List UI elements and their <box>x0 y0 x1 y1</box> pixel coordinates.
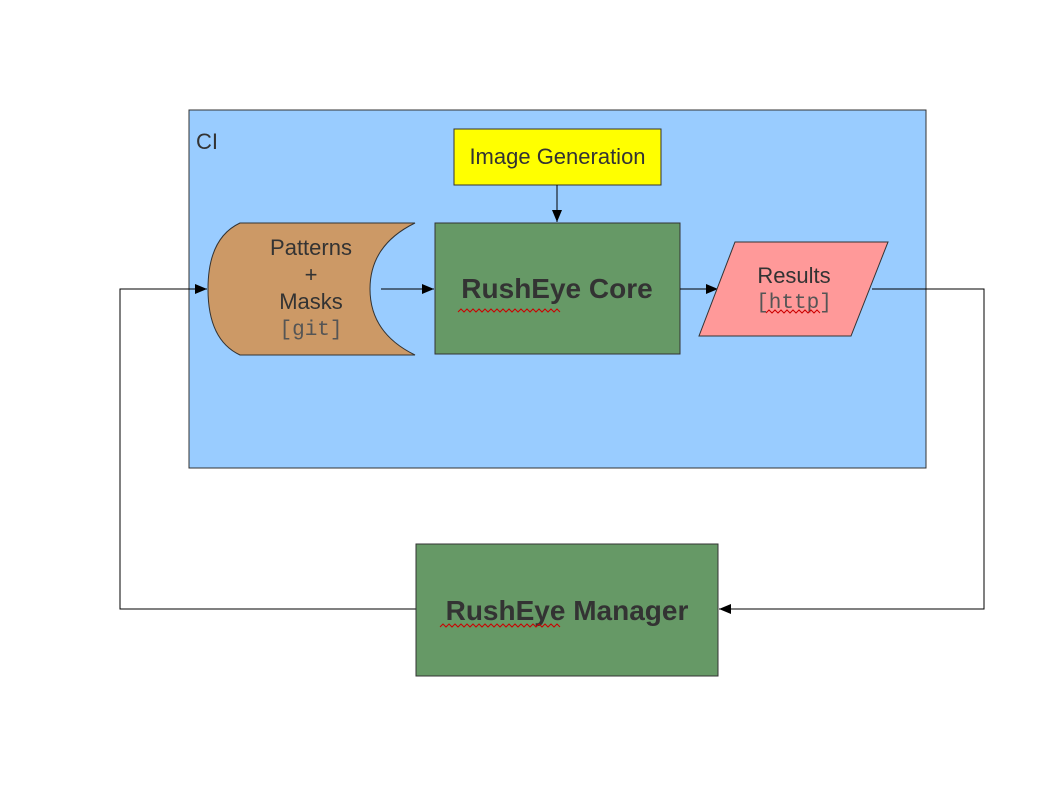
patterns-masks-shape <box>207 222 416 356</box>
image-generation-box <box>453 128 662 186</box>
results-shape <box>698 241 889 337</box>
patterns-plus-label: + <box>305 262 318 287</box>
manager-to-patterns-connector <box>119 284 416 610</box>
rusheye-manager-spellcheck-underline <box>439 623 561 628</box>
patterns-label: Patterns <box>270 235 352 260</box>
rusheye-core-box <box>434 222 681 355</box>
rusheye-manager-label: RushEye Manager <box>446 595 689 626</box>
ci-label: CI <box>196 129 218 154</box>
results-to-manager-connector <box>719 288 985 614</box>
patterns-git-label: [git] <box>279 319 342 342</box>
image-generation-label: Image Generation <box>469 144 645 169</box>
results-label: Results <box>757 263 830 288</box>
results-http-label: [http] <box>756 292 832 315</box>
rusheye-core-label: RushEye Core <box>461 273 652 304</box>
rusheye-core-spellcheck-underline <box>457 308 561 313</box>
rusheye-manager-box <box>415 543 719 677</box>
masks-label: Masks <box>279 289 343 314</box>
results-http-spellcheck-underline <box>765 309 821 314</box>
